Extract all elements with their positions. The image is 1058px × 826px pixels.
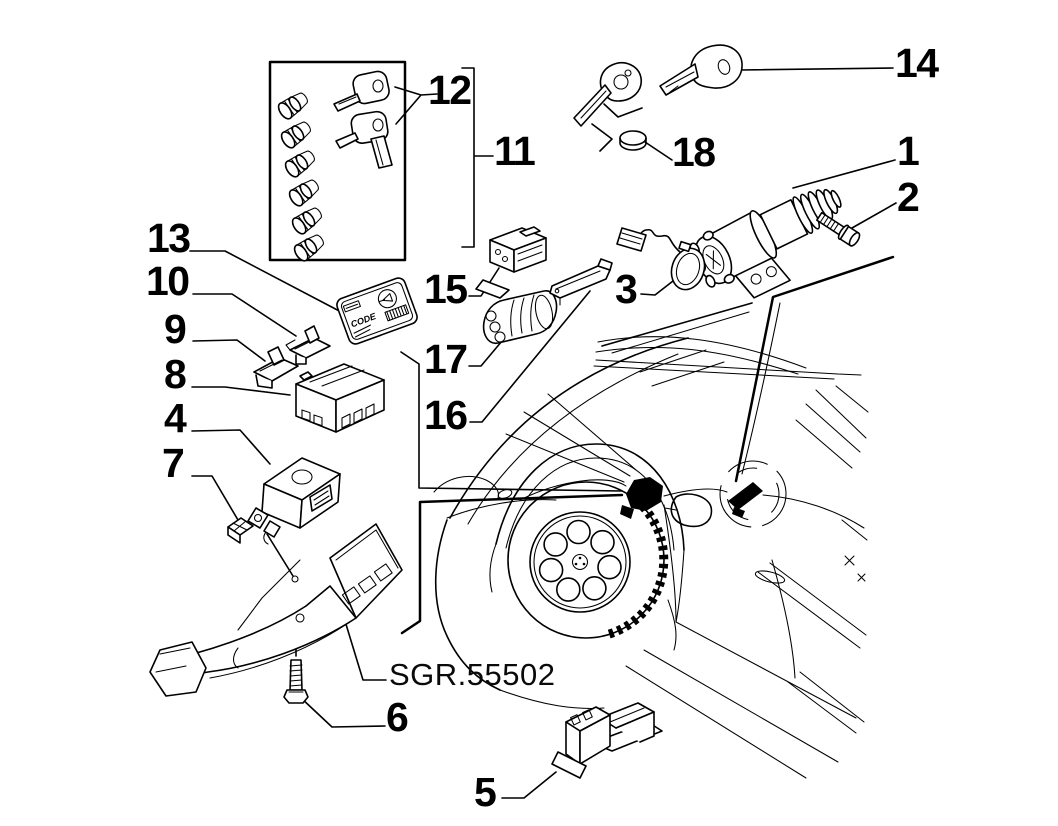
connector-15 [489, 226, 547, 273]
service-group-code: SGR.55502 [389, 657, 556, 692]
pointer-bracket-to-car [400, 493, 624, 635]
callout-3: 3 [615, 266, 637, 312]
control-module-8 [295, 363, 385, 433]
callout-1: 1 [897, 128, 919, 174]
callout-12: 12 [428, 67, 471, 113]
callout-11: 11 [494, 128, 535, 174]
door-handle [754, 570, 786, 584]
callout-16: 16 [424, 392, 467, 438]
lock-barrel-set [277, 92, 324, 262]
clip-7 [227, 517, 254, 544]
callout-6: 6 [386, 694, 408, 740]
callout-8: 8 [164, 351, 186, 397]
callout-7: 7 [162, 440, 183, 486]
bolt-6 [283, 659, 309, 704]
location-marker-door [728, 482, 763, 518]
callout-10: 10 [146, 258, 189, 304]
mounting-bracket [149, 523, 403, 697]
leader-lines [189, 67, 897, 799]
callout-4: 4 [164, 395, 187, 441]
ignition-lock-cylinder [689, 188, 842, 299]
callout-9: 9 [164, 306, 186, 352]
location-marker-cowl [620, 477, 663, 519]
key-battery-18 [619, 130, 647, 151]
holder-clip-5 [551, 702, 663, 779]
callout-17: 17 [424, 336, 467, 382]
clip-9 [253, 346, 299, 389]
callout-2: 2 [897, 174, 919, 220]
front-wheel [507, 481, 669, 640]
key-kit-box [268, 60, 407, 262]
code-card: CODE [336, 277, 418, 345]
car-sketch [433, 255, 895, 779]
door-mirror [664, 460, 787, 528]
clip-10 [285, 325, 331, 365]
fixing-bolt-2 [816, 211, 861, 247]
master-key-pair [333, 70, 393, 169]
key-18 [573, 62, 642, 127]
callout-15: 15 [424, 266, 467, 312]
callout-labels: 1 2 3 4 5 6 7 8 9 10 11 12 13 14 15 16 1… [146, 40, 941, 815]
callout-18: 18 [672, 129, 715, 175]
callout-14: 14 [895, 40, 939, 86]
callout-13: 13 [147, 215, 190, 261]
key-14 [659, 44, 743, 96]
contact-blade-16 [549, 258, 613, 306]
pointer-kit-to-car [400, 351, 623, 492]
ecu-module-4 [247, 457, 341, 545]
callout-5: 5 [474, 769, 496, 815]
a-pillar-line [734, 255, 895, 483]
immobilizer-antenna-ring [616, 227, 706, 291]
connector-17 [475, 279, 558, 344]
